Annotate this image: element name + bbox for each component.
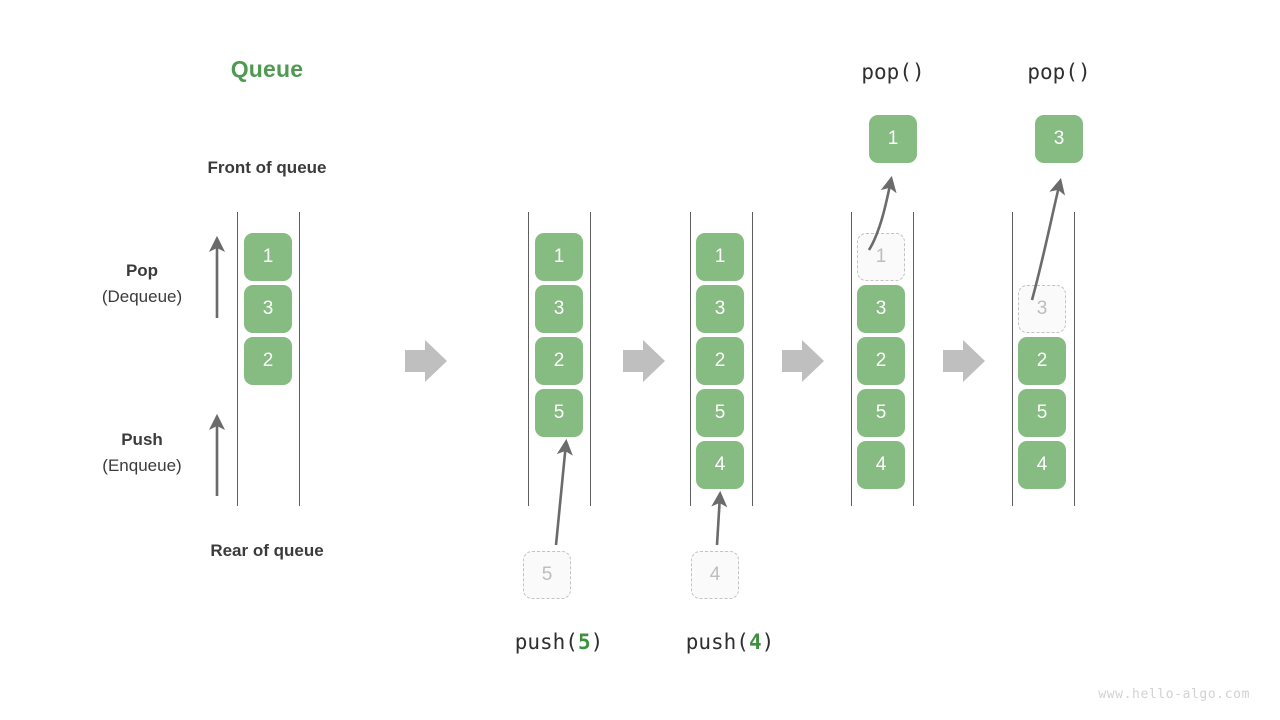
queue-box-c1-1: 3 [244, 285, 292, 333]
stage-connector-1 [405, 340, 447, 382]
queue-ghost-box-c2-4: 5 [523, 551, 571, 599]
queue-box-c3-1: 3 [696, 285, 744, 333]
stage-connector-2 [623, 340, 665, 382]
queue-box-c4-2: 3 [857, 285, 905, 333]
queue-box-c5-3: 5 [1018, 389, 1066, 437]
queue-box-c3-3: 5 [696, 389, 744, 437]
queue-rail-9 [1074, 212, 1076, 506]
queue-box-c3-2: 2 [696, 337, 744, 385]
caption-push-5: push(5) [459, 630, 659, 654]
queue-rail-8 [1012, 212, 1014, 506]
stage-connector-3 [782, 340, 824, 382]
label-front-of-queue: Front of queue [207, 158, 327, 177]
label-pop-main: Pop [125, 261, 159, 280]
queue-ghost-box-c5-1: 3 [1018, 285, 1066, 333]
queue-box-c5-0: 3 [1035, 115, 1083, 163]
stage-connector-4 [943, 340, 985, 382]
queue-box-c4-5: 4 [857, 441, 905, 489]
watermark: www.hello-algo.com [1098, 687, 1250, 702]
queue-box-c2-1: 3 [535, 285, 583, 333]
caption-push-4: push(4) [630, 630, 830, 654]
queue-rail-7 [913, 212, 915, 506]
queue-rail-0 [237, 212, 239, 506]
caption-push-4-pre: push( [685, 630, 749, 654]
queue-box-c4-4: 5 [857, 389, 905, 437]
caption-pop-2: pop() [1027, 60, 1091, 84]
queue-box-c2-2: 2 [535, 337, 583, 385]
queue-box-c1-2: 2 [244, 337, 292, 385]
queue-rail-2 [528, 212, 530, 506]
queue-rail-6 [851, 212, 853, 506]
label-rear-of-queue: Rear of queue [210, 541, 324, 560]
caption-pop-1: pop() [861, 60, 925, 84]
queue-box-c3-0: 1 [696, 233, 744, 281]
queue-box-c4-0: 1 [869, 115, 917, 163]
caption-push-4-arg: 4 [748, 630, 762, 654]
queue-rail-3 [590, 212, 592, 506]
queue-ghost-box-c4-1: 1 [857, 233, 905, 281]
label-pop-dequeue: Pop (Dequeue) [57, 258, 227, 310]
queue-rail-1 [299, 212, 301, 506]
caption-push-4-post: ) [761, 630, 775, 654]
queue-ghost-box-c3-5: 4 [691, 551, 739, 599]
label-pop-sub: (Dequeue) [101, 287, 183, 306]
label-push-sub: (Enqueue) [102, 456, 182, 475]
push-5-arrow [554, 438, 573, 546]
queue-box-c5-4: 4 [1018, 441, 1066, 489]
caption-push-5-post: ) [590, 630, 604, 654]
push-4-arrow [711, 490, 728, 546]
queue-box-c3-4: 4 [696, 441, 744, 489]
caption-push-5-pre: push( [514, 630, 578, 654]
queue-box-c4-3: 2 [857, 337, 905, 385]
label-push-main: Push [121, 430, 163, 449]
queue-box-c1-0: 1 [244, 233, 292, 281]
queue-box-c5-2: 2 [1018, 337, 1066, 385]
pop-2-arrow [1030, 177, 1066, 301]
queue-rail-4 [690, 212, 692, 506]
queue-box-c2-3: 5 [535, 389, 583, 437]
queue-rail-5 [752, 212, 754, 506]
queue-box-c2-0: 1 [535, 233, 583, 281]
label-push-enqueue: Push (Enqueue) [57, 427, 227, 479]
caption-push-5-arg: 5 [577, 630, 591, 654]
page-title: Queue [230, 56, 304, 82]
